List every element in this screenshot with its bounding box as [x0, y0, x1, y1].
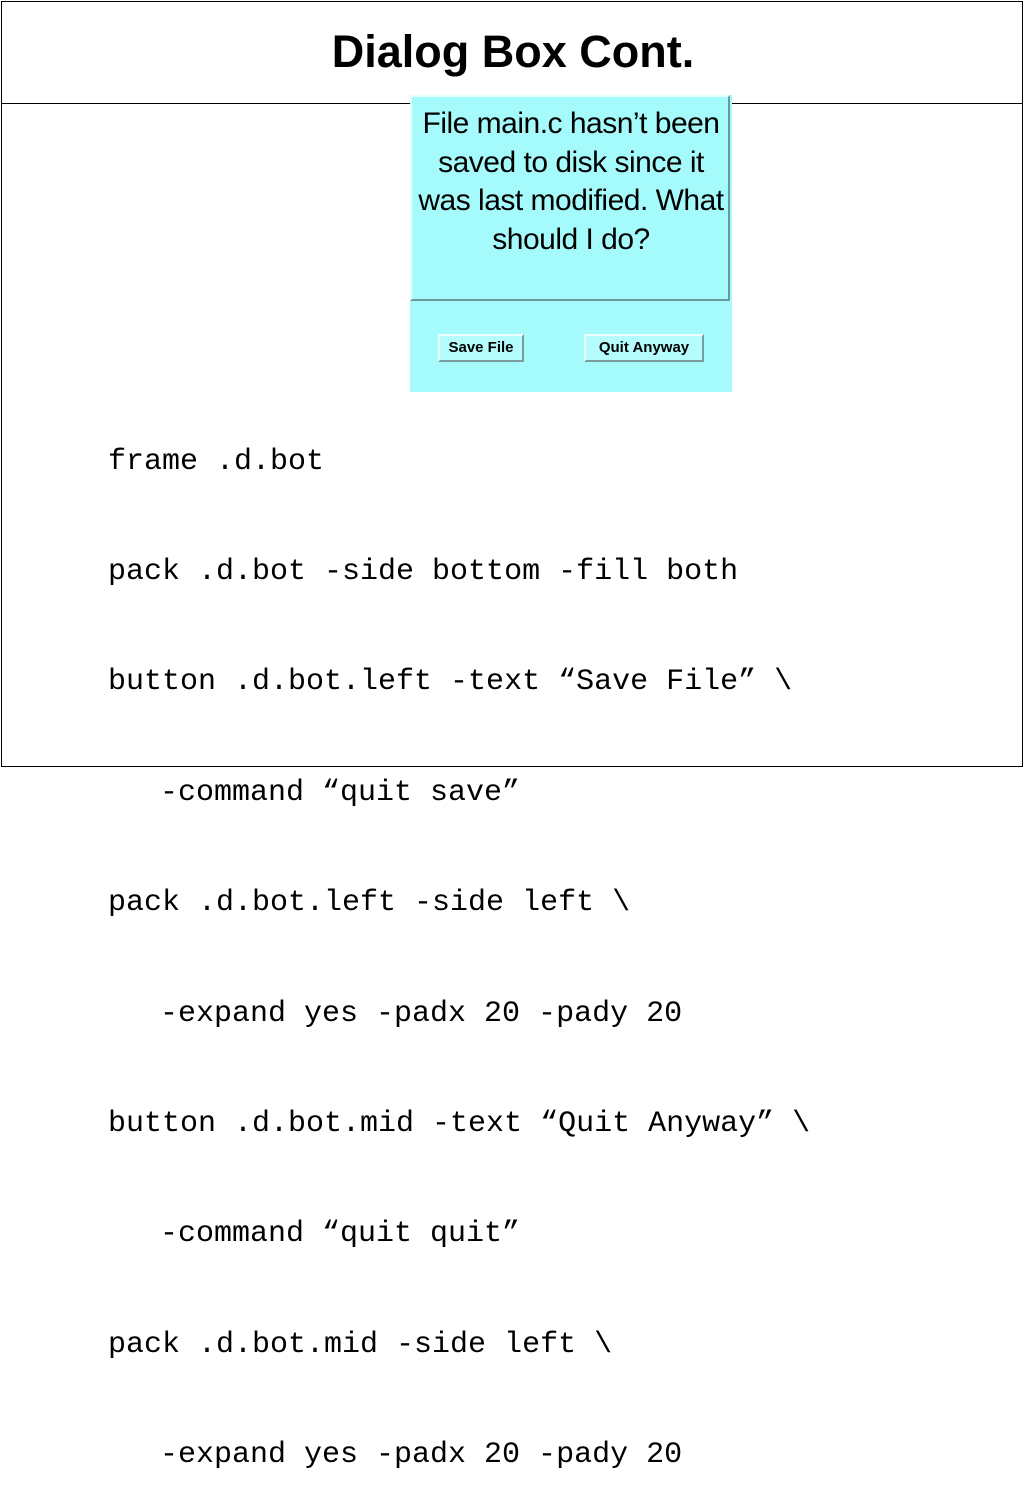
code-block: frame .d.bot pack .d.bot -side bottom -f… — [108, 370, 810, 1511]
code-line: pack .d.bot.mid -side left \ — [108, 1327, 613, 1362]
slide-title: Dialog Box Cont. — [331, 26, 695, 77]
title-bar: Dialog Box Cont. — [2, 2, 1022, 104]
code-line: pack .d.bot -side bottom -fill both — [108, 554, 739, 589]
code-line: pack .d.bot.left -side left \ — [108, 886, 631, 921]
code-line: -command “quit quit” — [160, 1217, 521, 1252]
code-line: button .d.bot.left -text “Save File” \ — [108, 665, 793, 700]
dialog-message: File main.c hasn’t been saved to disk si… — [418, 107, 724, 256]
quit-anyway-button[interactable]: Quit Anyway — [584, 334, 704, 362]
code-line: -expand yes -padx 20 -pady 20 — [160, 1438, 683, 1473]
code-line: -command “quit save” — [160, 775, 521, 810]
save-file-button[interactable]: Save File — [438, 334, 524, 362]
code-line: frame .d.bot — [108, 444, 325, 479]
code-line: button .d.bot.mid -text “Quit Anyway” \ — [108, 1106, 811, 1141]
dialog-message-frame: File main.c hasn’t been saved to disk si… — [410, 95, 730, 301]
code-line: -expand yes -padx 20 -pady 20 — [160, 996, 683, 1031]
